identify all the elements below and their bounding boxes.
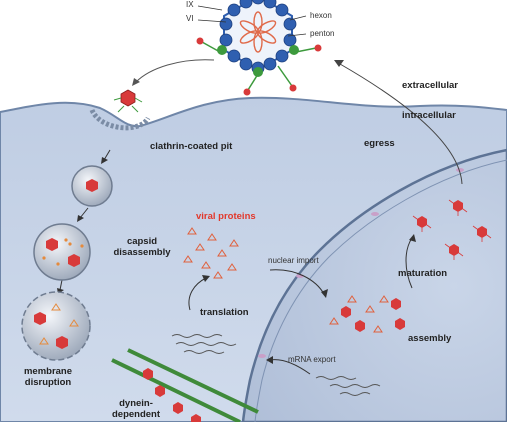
endosome-rupture (21, 291, 91, 361)
clathrin-coat (89, 108, 151, 131)
label-dynein-dependent: dynein- dependent (106, 398, 166, 420)
label-extracellular: extracellular (402, 80, 458, 91)
label-penton: penton (310, 29, 335, 38)
label-intracellular: intracellular (402, 110, 456, 121)
mrna-cytoplasm (171, 334, 237, 354)
label-hexon: hexon (310, 11, 332, 20)
label-membrane-disruption: membrane disruption (10, 366, 86, 388)
viral-dna-nucleus (315, 376, 381, 396)
label-egress: egress (364, 138, 395, 149)
nuclear-envelope-inner (254, 159, 507, 422)
label-dynein-line1: dynein- (119, 398, 153, 409)
assembly-particles (329, 295, 405, 333)
label-mrna-export: mRNA export (288, 355, 336, 364)
label-membrane-disruption-line1: membrane (23, 366, 73, 377)
label-viral-proteins: viral proteins (196, 211, 256, 222)
nucleus (241, 148, 507, 422)
label-vi: VI (186, 14, 194, 23)
viral-protein-particles (183, 227, 239, 279)
microtubules (111, 348, 259, 422)
label-capsid-disassembly: capsid disassembly (102, 236, 182, 258)
arrow-translation (188, 277, 207, 311)
nuclear-pore (456, 168, 464, 172)
arrow-egress (339, 63, 463, 185)
arrow-mrna-export (269, 359, 311, 375)
endosome-disassembly (33, 223, 91, 281)
label-membrane-disruption-line2: disruption (24, 377, 72, 388)
label-clathrin-coated-pit: clathrin-coated pit (150, 141, 233, 152)
nuclear-pore (258, 354, 266, 358)
label-ix: IX (186, 0, 194, 9)
label-translation: translation (200, 307, 249, 318)
mature-virions (412, 199, 492, 260)
label-capsid-disassembly-line1: capsid (126, 236, 158, 247)
label-assembly: assembly (408, 333, 452, 344)
arrow-maturation (405, 237, 413, 289)
label-dynein-line2: dependent (111, 409, 161, 420)
label-maturation: maturation (398, 268, 448, 279)
adenovirus-virion (196, 0, 322, 96)
nuclear-pore (371, 212, 379, 216)
virions-on-microtubule (143, 368, 201, 422)
label-nuclear-import: nuclear import (268, 256, 319, 265)
virion-binding (113, 89, 143, 113)
arrow-entry (135, 59, 215, 83)
label-capsid-disassembly-line2: disassembly (113, 247, 171, 258)
arrow-nuclear-import (269, 269, 325, 295)
endosome-early (71, 165, 113, 207)
